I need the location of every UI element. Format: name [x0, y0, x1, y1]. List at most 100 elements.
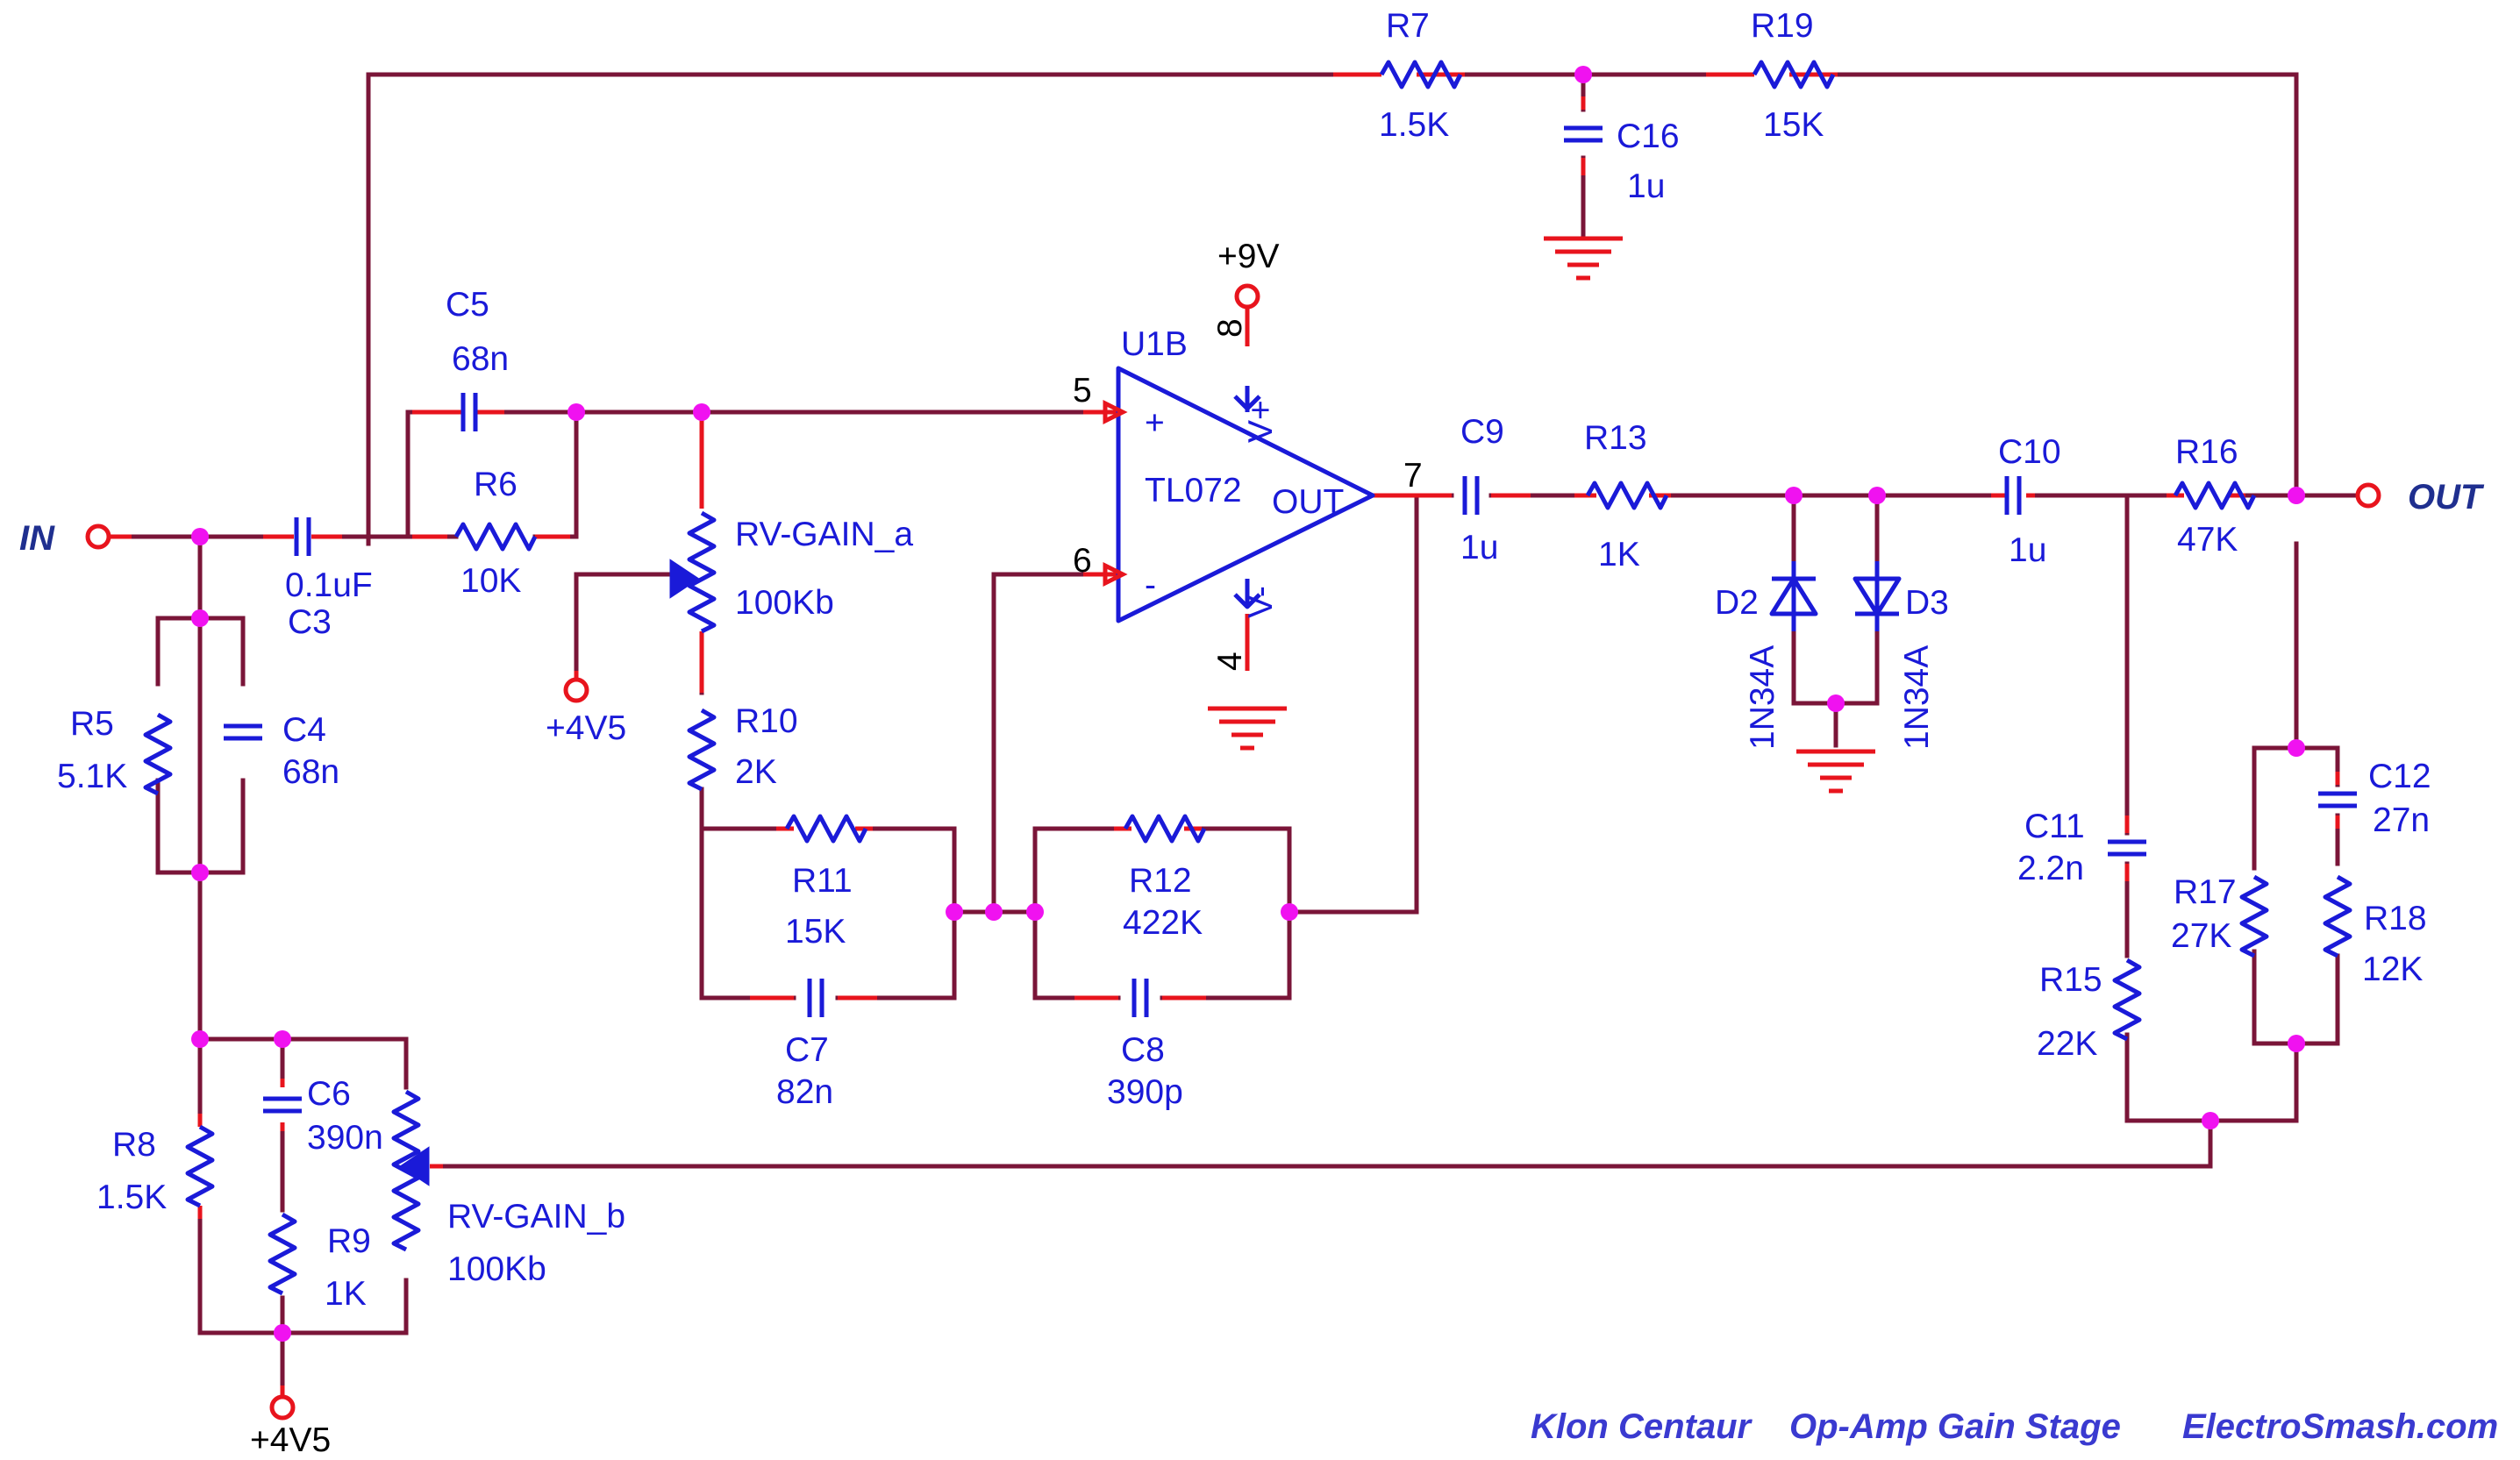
- r5-value: 5.1K: [57, 758, 127, 795]
- diodes: [1769, 561, 1902, 631]
- rv-gain-a-ref: RV-GAIN_a: [735, 516, 913, 553]
- r13-ref: R13: [1584, 419, 1647, 457]
- d3-value: 1N34A: [1898, 645, 1936, 750]
- r8-value: 1.5K: [96, 1179, 167, 1216]
- r15-ref: R15: [2039, 961, 2102, 999]
- labels: IN OUT R7 1.5K R19 15K C16 1u C5 68n R6 …: [19, 7, 2498, 1459]
- d2-value: 1N34A: [1744, 645, 1781, 750]
- ground-icon: [1544, 236, 1623, 281]
- r18-value: 12K: [2362, 951, 2423, 988]
- c9-ref: C9: [1460, 413, 1504, 451]
- c9-capacitor: [1462, 476, 1480, 515]
- footer-title: Klon Centaur: [1531, 1407, 1753, 1446]
- r19-resistor: [1752, 60, 1836, 89]
- r13-resistor: [1585, 481, 1669, 510]
- r9-ref: R9: [327, 1222, 371, 1260]
- c16-ref: C16: [1617, 118, 1680, 155]
- plus9v-terminal: [1234, 283, 1260, 310]
- d2-diode-icon: [1769, 561, 1818, 631]
- r7-resistor: [1379, 60, 1463, 89]
- c16-capacitor: [1564, 125, 1603, 143]
- input-label: IN: [19, 519, 55, 558]
- opamp-part: TL072: [1145, 472, 1242, 509]
- r10-ref: R10: [735, 702, 798, 740]
- r7-ref: R7: [1386, 7, 1430, 45]
- c12-ref: C12: [2368, 758, 2431, 795]
- ground-icon: [1796, 749, 1875, 794]
- opamp-u1b: [1103, 366, 1375, 623]
- c11-value: 2.2n: [2017, 850, 2084, 887]
- opamp-minus: -: [1145, 566, 1156, 604]
- rv-gain-a-wiper-icon[interactable]: [669, 559, 700, 599]
- opamp-plus: +: [1145, 404, 1165, 442]
- c5-value: 68n: [452, 340, 509, 378]
- rv-gain-b-value: 100Kb: [447, 1250, 546, 1288]
- r18-resistor: [2323, 874, 2352, 958]
- c12-capacitor: [2318, 791, 2357, 808]
- r9-resistor: [268, 1212, 297, 1296]
- bias-label-b: +4V5: [250, 1421, 331, 1459]
- c10-value: 1u: [2009, 531, 2046, 569]
- r19-ref: R19: [1751, 7, 1814, 45]
- opamp-vplus: V+: [1242, 400, 1280, 443]
- r8-resistor: [185, 1124, 215, 1208]
- output-terminal[interactable]: [2355, 482, 2381, 509]
- r15-value: 22K: [2037, 1025, 2097, 1063]
- footer-site: ElectroSmash.com: [2182, 1407, 2498, 1446]
- rv-gain-a-resistor: [687, 510, 717, 634]
- plus9v-label: +9V: [1217, 238, 1279, 275]
- input-terminal[interactable]: [85, 523, 111, 550]
- c8-ref: C8: [1121, 1031, 1165, 1069]
- pin-6-label: 6: [1073, 542, 1092, 580]
- junctions: [191, 66, 2305, 1342]
- c6-ref: C6: [307, 1075, 351, 1113]
- c5-capacitor: [460, 393, 478, 431]
- r10-resistor: [687, 708, 717, 792]
- c8-capacitor: [1132, 979, 1149, 1017]
- r12-ref: R12: [1129, 862, 1192, 900]
- r11-resistor: [784, 814, 868, 844]
- pin-8-label: 8: [1211, 318, 1249, 338]
- footer-subtitle: Op-Amp Gain Stage: [1789, 1407, 2121, 1446]
- pin-7-label: 7: [1403, 457, 1423, 495]
- opamp-vminus: V-: [1242, 586, 1280, 618]
- c8-value: 390p: [1107, 1073, 1183, 1111]
- ground-icon: [1208, 706, 1287, 751]
- r15-resistor: [2112, 958, 2142, 1042]
- opamp-triangle-icon: [1116, 366, 1375, 623]
- r17-value: 27K: [2171, 917, 2231, 955]
- rv-gain-b-ref: RV-GAIN_b: [447, 1198, 625, 1236]
- c3-value: 0.1uF: [285, 566, 373, 604]
- c4-capacitor: [224, 723, 262, 741]
- d2-ref: D2: [1715, 584, 1759, 622]
- capacitors: [224, 125, 2357, 1114]
- c11-ref: C11: [2024, 808, 2085, 845]
- r9-value: 1K: [325, 1275, 367, 1313]
- r6-ref: R6: [474, 466, 518, 503]
- r7-value: 1.5K: [1379, 106, 1449, 144]
- rv-gain-b-resistor: [391, 1089, 421, 1252]
- r5-resistor: [143, 712, 173, 796]
- c3-ref: C3: [288, 603, 332, 641]
- c6-capacitor: [263, 1096, 302, 1114]
- c5-ref: C5: [446, 286, 489, 324]
- r11-value: 15K: [785, 913, 846, 951]
- c7-value: 82n: [776, 1073, 833, 1111]
- c11-capacitor: [2108, 839, 2146, 857]
- r19-value: 15K: [1763, 106, 1824, 144]
- rv-gain-a-value: 100Kb: [735, 584, 834, 622]
- r17-resistor: [2239, 874, 2269, 958]
- opamp-out: OUT: [1272, 483, 1344, 521]
- r8-ref: R8: [112, 1126, 156, 1164]
- rv-gain-b-wiper-icon[interactable]: [399, 1146, 430, 1186]
- r17-ref: R17: [2174, 873, 2237, 911]
- c12-value: 27n: [2373, 801, 2430, 839]
- r12-resistor: [1123, 814, 1207, 844]
- pin-4-label: 4: [1211, 652, 1249, 671]
- c4-value: 68n: [282, 753, 339, 791]
- output-label: OUT: [2408, 478, 2485, 516]
- bias-terminal-a: [563, 677, 589, 703]
- r10-value: 2K: [735, 753, 777, 791]
- c7-ref: C7: [785, 1031, 829, 1069]
